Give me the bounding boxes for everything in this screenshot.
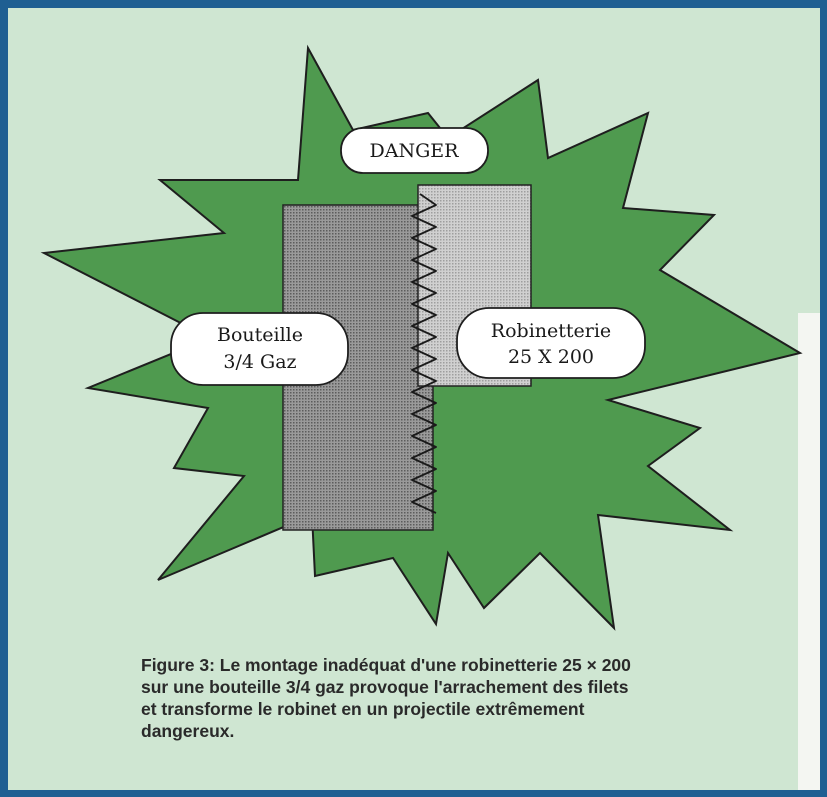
valve-label: Robinetterie 25 X 200 [456,307,646,379]
figure-caption: Figure 3: Le montage inadéquat d'une rob… [141,654,801,742]
bottle-label: Bouteille 3/4 Gaz [170,312,349,386]
caption-line-2: sur une bouteille 3/4 gaz provoque l'arr… [141,677,629,697]
figure-page: DANGER Bouteille 3/4 Gaz Robinetterie 25… [8,8,820,790]
valve-label-line1: Robinetterie [491,320,611,342]
danger-diagram: DANGER Bouteille 3/4 Gaz Robinetterie 25… [40,44,803,631]
caption-line-3: et transforme le robinet en un projectil… [141,699,585,719]
danger-label: DANGER [340,127,489,174]
caption-line-1: Figure 3: Le montage inadéquat d'une rob… [141,655,631,675]
danger-label-text: DANGER [370,140,460,162]
thread-zigzag [411,193,437,514]
bottle-label-line2: 3/4 Gaz [223,351,296,373]
caption-line-4: dangereux. [141,721,235,741]
bottle-label-line1: Bouteille [217,324,303,346]
valve-label-line2: 25 X 200 [508,346,594,368]
page-edge-panel [798,313,820,790]
